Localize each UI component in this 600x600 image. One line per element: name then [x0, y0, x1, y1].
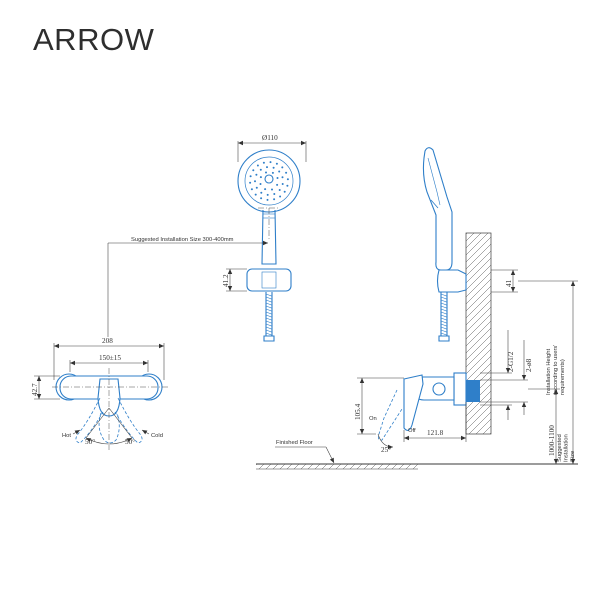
nozzle-dot: [259, 168, 262, 171]
nozzle-dot: [264, 188, 267, 191]
nozzle-dot: [272, 166, 275, 169]
nozzle-dot: [254, 180, 256, 183]
nozzle-dot: [265, 171, 267, 174]
finished-floor: Finished Floor: [256, 440, 578, 470]
rail-spacing-label: Suggested Installation Size 300-400mm: [131, 237, 234, 243]
nozzle-pattern: [249, 161, 289, 201]
on-label: On: [369, 416, 377, 422]
nozzle-dot: [273, 198, 276, 201]
nozzle-dot: [271, 171, 274, 174]
nozzle-dot: [266, 198, 269, 201]
nozzle-dot: [286, 178, 289, 181]
nozzle-dot: [269, 161, 272, 164]
hand-shower-front-view: Ø110 41.2: [222, 134, 307, 342]
nozzle-dot: [271, 188, 273, 191]
spray-face: [244, 156, 294, 206]
nozzle-dot: [281, 166, 284, 169]
nozzle-dot: [281, 183, 284, 185]
nozzle-dot: [266, 166, 268, 169]
nozzle-dot: [281, 176, 284, 179]
nozzle-dot: [276, 183, 279, 186]
side-view: 41 105.4 On Off 25° 121.8: [354, 147, 578, 464]
suggested-installation-size-label: Suggested Installation Size: [557, 433, 576, 462]
lever-angle-label: 25°: [381, 446, 391, 454]
nozzle-dot: [255, 173, 258, 176]
nozzle-dot: [259, 176, 262, 179]
angle-cold-label: 50°: [125, 438, 135, 446]
nozzle-dot: [278, 189, 281, 191]
mixer-side-lever: [403, 374, 424, 431]
rail-spacing-dimension: Suggested Installation Size 300-400mm: [107, 237, 268, 337]
wall-section: [465, 232, 492, 435]
nozzle-dot: [273, 193, 276, 195]
nozzle-dot: [283, 190, 286, 193]
nozzle-dot: [249, 181, 252, 184]
nozzle-dot: [250, 188, 253, 191]
nozzle-dot: [255, 186, 258, 189]
nozzle-dot: [252, 169, 255, 172]
nozzle-dot: [275, 162, 278, 165]
angle-hot-label: 50°: [85, 438, 95, 446]
nozzle-dot: [260, 197, 263, 200]
hand-shower-side: [422, 147, 453, 271]
head-diameter-label: Ø110: [262, 134, 278, 142]
holder-height-label: 41.2: [222, 274, 230, 287]
off-label: Off: [408, 428, 416, 434]
nozzle-dot: [262, 161, 265, 164]
nozzle-dot: [285, 171, 288, 174]
mixer-side-flange: [453, 372, 467, 406]
cold-label: Cold: [151, 433, 163, 439]
center-nozzle: [264, 174, 274, 184]
nozzle-dot: [260, 191, 263, 194]
nozzle-dot: [286, 184, 289, 187]
nozzle-dot: [256, 164, 259, 167]
nozzle-dot: [278, 170, 281, 173]
height-range-label: 1000-1100: [548, 425, 556, 456]
mixer-height-label: 42.7: [31, 383, 39, 396]
holder-side-label: 41: [505, 279, 513, 287]
holder-side: [436, 269, 467, 293]
bore-label: 2-ø8: [525, 358, 533, 372]
outlet-height-label: 105.4: [354, 403, 362, 420]
nozzle-dot: [259, 183, 262, 185]
wall-box: [466, 380, 480, 402]
finished-floor-label: Finished Floor: [276, 440, 313, 446]
brand-logo: ARROW: [33, 22, 155, 57]
projection-label: 121.8: [427, 429, 444, 437]
shower-head-outline: [237, 149, 301, 213]
nozzle-dot: [254, 193, 257, 196]
mixer-width-label: 208: [102, 337, 113, 345]
shower-handle: [261, 209, 277, 265]
installation-height-label: Installation Height (according to users'…: [546, 343, 566, 395]
thread-label: 2-G1/2: [507, 351, 515, 372]
nozzle-dot: [249, 175, 252, 178]
hot-label: Hot: [62, 433, 71, 439]
mixer-center-spacing-label: 150±15: [99, 354, 121, 362]
nozzle-dot: [276, 177, 279, 179]
nozzle-dot: [266, 193, 269, 196]
mixer-front-view: 208 150±15 42.7: [31, 337, 168, 450]
nozzle-dot: [279, 195, 282, 198]
shower-holder: [246, 268, 292, 292]
